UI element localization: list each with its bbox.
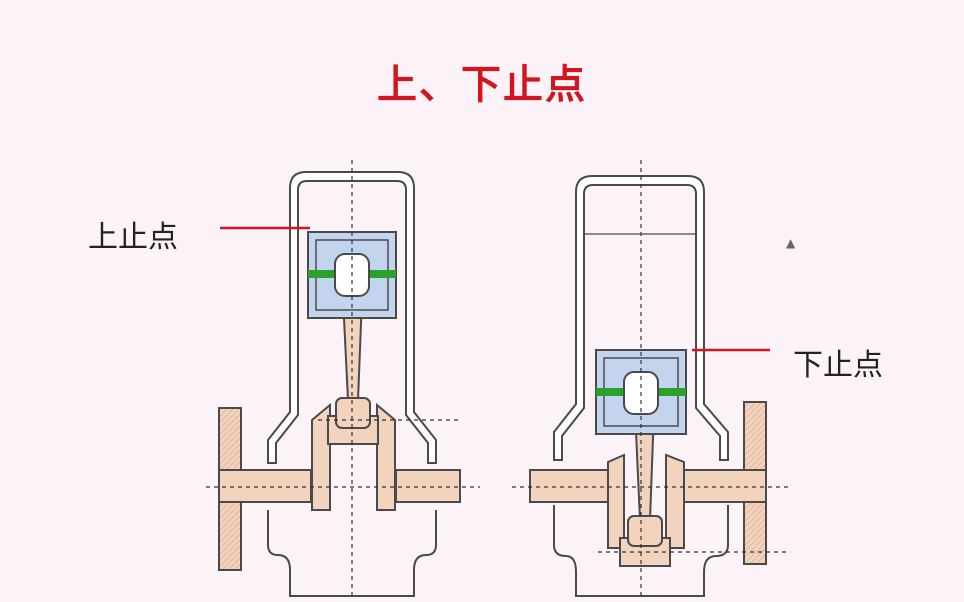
main-journal-left <box>218 469 312 503</box>
engine-bottom-dead-center <box>529 175 767 597</box>
cylinder-wall-left <box>267 171 437 464</box>
crankcase-right <box>553 505 729 597</box>
diagram-title: 上、下止点 <box>377 62 587 108</box>
mouse-cursor-icon: ▲ <box>786 236 796 250</box>
engine-top-dead-center <box>218 171 461 597</box>
crank-web-left <box>311 402 331 511</box>
cylinder-wall-right <box>553 175 729 461</box>
main-journal-right <box>529 469 609 503</box>
crank-web-right <box>607 453 625 549</box>
label-bottom-dead-center: 下止点 <box>793 348 883 383</box>
label-top-dead-center: 上止点 <box>88 220 178 255</box>
